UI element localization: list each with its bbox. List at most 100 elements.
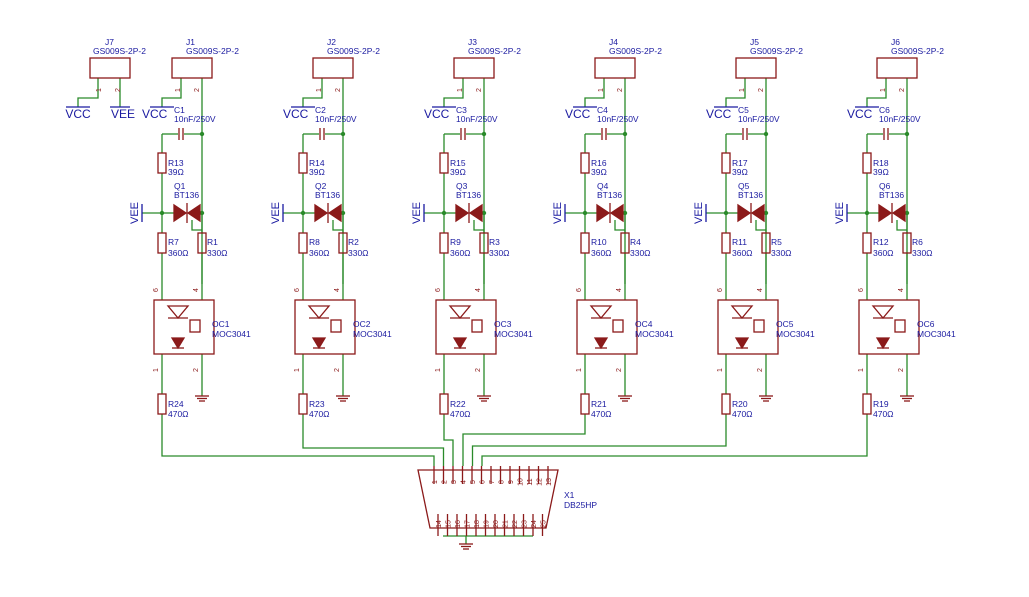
pin-number: 1 xyxy=(717,368,724,372)
opto-led xyxy=(452,337,468,350)
opto-triac xyxy=(589,305,613,320)
gate-wire xyxy=(473,220,484,231)
db25-pin-number: 12 xyxy=(537,478,544,486)
triac-ref: Q2 xyxy=(315,181,327,191)
triac-symbol xyxy=(878,203,893,223)
db25-pin-number: 17 xyxy=(465,520,472,528)
resistor-body xyxy=(439,232,449,254)
triac-ref: Q6 xyxy=(879,181,891,191)
junction-dot xyxy=(340,131,346,137)
capacitor-ref: C6 xyxy=(879,105,890,115)
connector-value: GS009S-2P-2 xyxy=(609,46,662,56)
opto-triac xyxy=(448,305,472,320)
capacitor-value: 10nF/250V xyxy=(738,114,780,124)
resistor-body xyxy=(721,152,731,174)
triac-value: BT136 xyxy=(597,190,622,200)
capacitor-ref: C1 xyxy=(174,105,185,115)
triac-symbol xyxy=(186,203,201,223)
db25-pin-number: 15 xyxy=(446,520,453,528)
opto-ref: OC1 xyxy=(212,319,230,329)
opto-zero-cross xyxy=(471,319,483,333)
resistor-body xyxy=(580,393,590,415)
opto-led xyxy=(875,337,891,350)
resistor-value: 39Ω xyxy=(168,167,184,177)
connector-ref: J7 xyxy=(105,37,114,47)
gate-wire xyxy=(755,220,766,231)
resistor-body xyxy=(157,393,167,415)
resistor-value: 330Ω xyxy=(348,248,369,258)
db25-value: DB25HP xyxy=(564,500,597,510)
resistor-value: 470Ω xyxy=(168,409,189,419)
resistor-ref: R20 xyxy=(732,399,748,409)
resistor-ref: R24 xyxy=(168,399,184,409)
pin-number: 1 xyxy=(858,368,865,372)
triac-symbol xyxy=(891,203,906,223)
pin-number: 2 xyxy=(334,368,341,372)
triac-value: BT136 xyxy=(456,190,481,200)
triac-ref: Q1 xyxy=(174,181,186,191)
db25-pin-number: 16 xyxy=(455,520,462,528)
triac-value: BT136 xyxy=(174,190,199,200)
optocoupler-body xyxy=(435,299,497,355)
resistor-ref: R17 xyxy=(732,158,748,168)
triac-symbol xyxy=(596,203,611,223)
opto-ref: OC6 xyxy=(917,319,935,329)
resistor-value: 470Ω xyxy=(732,409,753,419)
resistor-value: 360Ω xyxy=(309,248,330,258)
resistor-value: 330Ω xyxy=(489,248,510,258)
vcc-label: VCC xyxy=(142,107,168,121)
pin-number: 2 xyxy=(758,88,765,92)
input-wire xyxy=(443,414,454,466)
db25-pin-number: 14 xyxy=(436,520,443,528)
pin-number: 4 xyxy=(898,288,905,292)
resistor-body xyxy=(298,393,308,415)
vcc-label: VCC xyxy=(706,107,732,121)
vee-label: VEE xyxy=(693,202,705,224)
pin-number: 2 xyxy=(475,368,482,372)
opto-value: MOC3041 xyxy=(917,329,956,339)
opto-ref: OC2 xyxy=(353,319,371,329)
resistor-body xyxy=(439,152,449,174)
junction-dot xyxy=(763,131,769,137)
capacitor-value: 10nF/250V xyxy=(879,114,921,124)
connector-body xyxy=(735,57,777,79)
pin-number: 6 xyxy=(153,288,160,292)
resistor-body xyxy=(479,232,489,254)
vee-label: VEE xyxy=(411,202,423,224)
pin-number: 1 xyxy=(175,88,182,92)
junction-dot xyxy=(481,131,487,137)
pin-number: 4 xyxy=(616,288,623,292)
db25-pin-number: 2 xyxy=(442,480,449,484)
vcc-wire xyxy=(161,78,182,107)
input-wire xyxy=(481,414,868,466)
pin-number: 1 xyxy=(294,368,301,372)
connector-body xyxy=(453,57,495,79)
resistor-ref: R10 xyxy=(591,237,607,247)
resistor-body xyxy=(761,232,771,254)
pin-number: 2 xyxy=(194,88,201,92)
resistor-value: 39Ω xyxy=(732,167,748,177)
input-wire xyxy=(161,414,435,466)
connector-value: GS009S-2P-2 xyxy=(186,46,239,56)
gate-wire xyxy=(614,220,625,231)
vcc-wire xyxy=(584,78,605,107)
pin-number: 1 xyxy=(435,368,442,372)
opto-zero-cross xyxy=(753,319,765,333)
db25-pin-number: 21 xyxy=(503,520,510,528)
resistor-ref: R11 xyxy=(732,237,747,247)
resistor-value: 470Ω xyxy=(873,409,894,419)
resistor-value: 360Ω xyxy=(450,248,471,258)
resistor-body xyxy=(298,232,308,254)
opto-led xyxy=(593,337,609,350)
resistor-ref: R19 xyxy=(873,399,889,409)
opto-zero-cross xyxy=(189,319,201,333)
connector-ref: J4 xyxy=(609,37,618,47)
pin-number: 6 xyxy=(576,288,583,292)
pin-number: 1 xyxy=(739,88,746,92)
resistor-ref: R18 xyxy=(873,158,889,168)
connector-ref: J2 xyxy=(327,37,336,47)
parts-layer xyxy=(66,57,920,550)
db25-pin-number: 1 xyxy=(432,480,439,484)
vcc-wire xyxy=(725,78,746,107)
capacitor-ref: C4 xyxy=(597,105,608,115)
